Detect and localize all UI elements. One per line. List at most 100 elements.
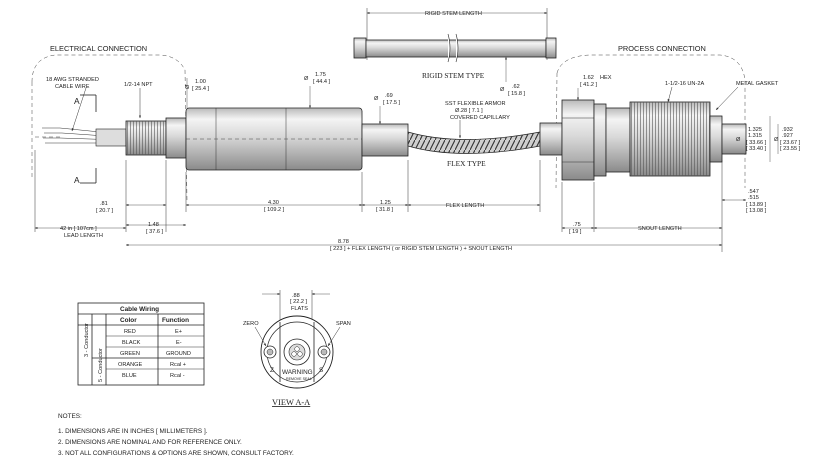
notes: NOTES: 1. DIMENSIONS ARE IN INCHES [ MIL… <box>58 413 294 457</box>
dia-927-mm: [ 23.55 ] <box>780 146 801 152</box>
d-75: .75 <box>573 222 581 228</box>
rigid-stem-type-label: RIGID STEM TYPE <box>422 71 485 80</box>
armor-label-2: Ø.28 [ 7.1 ] <box>455 108 483 114</box>
table-row-color: RED <box>124 329 136 335</box>
dia-69-mm: [ 17.5 ] <box>383 100 401 106</box>
snout-length-label: SNOUT LENGTH <box>638 226 682 232</box>
span-label: SPAN <box>336 321 351 327</box>
warning-text: WARNING <box>282 369 313 376</box>
dia-1315-mm: [ 33.40 ] <box>746 146 767 152</box>
table-row-function: Rcal - <box>170 373 185 379</box>
d-75-mm: [ 19 ] <box>569 229 582 235</box>
table-row-color: GREEN <box>120 351 140 357</box>
npt-label: 1/2-14 NPT <box>124 82 153 88</box>
zero-label: ZERO <box>243 321 259 327</box>
d-547: .547 <box>748 189 759 195</box>
d-547-mm: [ 13.89 ] <box>746 202 767 208</box>
cable-wiring-table: Cable Wiring Color Function 3 - Conducto… <box>77 302 205 386</box>
table-row-function: E- <box>176 340 182 346</box>
table-row-color: BLUE <box>122 373 137 379</box>
d-515: .515 <box>748 195 759 201</box>
lead-wires <box>35 127 127 147</box>
dia-62-value: .62 <box>512 84 520 90</box>
npt-fitting <box>125 117 187 159</box>
d-148: 1.48 <box>148 222 159 228</box>
table-row-color: ORANGE <box>118 362 143 368</box>
table-group-5: 5 - Conductor <box>98 348 104 382</box>
armor-label-3: COVERED CAPILLARY <box>450 115 510 121</box>
flex-length-label: FLEX LENGTH <box>446 203 484 209</box>
table-row-function: Rcal + <box>170 362 186 368</box>
hex-value-1: 1.62 <box>583 75 594 81</box>
overall-1: 8.78 <box>338 239 349 245</box>
d-81-mm: [ 20.7 ] <box>96 208 114 214</box>
d-515-mm: [ 13.08 ] <box>746 208 767 214</box>
notes-title: NOTES: <box>58 413 82 420</box>
note-item: 3. NOT ALL CONFIGURATIONS & OPTIONS ARE … <box>58 450 294 457</box>
gasket-label: METAL GASKET <box>736 81 779 87</box>
dia-175-value: 1.75 <box>315 72 326 78</box>
svg-text:Ø: Ø <box>736 137 741 143</box>
dia-100-value: 1.00 <box>195 79 206 85</box>
svg-text:Ø: Ø <box>185 84 191 89</box>
process-connection-group: PROCESS CONNECTION 1.62 HEX [ 41.2 ] 1-1… <box>539 44 801 214</box>
s-letter: S <box>319 367 323 374</box>
section-a-bottom: A <box>74 175 80 185</box>
lead-length-1: 42 in [ 107cm ] <box>60 226 97 232</box>
d-148-mm: [ 37.6 ] <box>146 229 164 235</box>
dia-62-mm: [ 15.8 ] <box>508 91 526 97</box>
dia-1315: 1.315 <box>748 133 762 139</box>
rigid-stem-length-top: RIGID STEM LENGTH <box>425 11 482 17</box>
hex-word: HEX <box>600 75 612 81</box>
transducer-body <box>185 107 363 171</box>
d-430: 4.30 <box>268 200 279 206</box>
flats-value: .88 <box>292 293 300 299</box>
dia-932-mm: [ 23.67 ] <box>780 140 801 146</box>
table-group-3: 3 - Conductor <box>84 323 90 357</box>
view-aa-label: VIEW A-A <box>272 398 310 407</box>
flexible-armor <box>407 131 541 154</box>
svg-text:Ø: Ø <box>374 96 379 102</box>
dia-927: .927 <box>782 133 793 139</box>
thread-label: 1-1/2-16 UN-2A <box>665 81 704 87</box>
table-col-function: Function <box>162 317 189 324</box>
d-430-mm: [ 109.2 ] <box>264 207 285 213</box>
note-item: 1. DIMENSIONS ARE IN INCHES [ MILLIMETER… <box>58 428 208 435</box>
d-81: .81 <box>100 201 108 207</box>
dia-100-mm: [ 25.4 ] <box>192 86 210 92</box>
electrical-connection-label: ELECTRICAL CONNECTION <box>50 44 147 53</box>
svg-text:Ø: Ø <box>774 137 779 143</box>
armor-label-1: SST FLEXIBLE ARMOR <box>445 101 506 107</box>
flats-mm: [ 22.2 ] <box>290 299 308 305</box>
dia-69-value: .69 <box>385 93 393 99</box>
dia-175-mm: [ 44.4 ] <box>313 79 331 85</box>
process-connection-label: PROCESS CONNECTION <box>618 44 706 53</box>
svg-text:Ø: Ø <box>500 87 505 93</box>
electrical-connection-group: ELECTRICAL CONNECTION 18 AWG STRANDED CA… <box>31 44 210 201</box>
svg-text:Ø: Ø <box>304 76 309 82</box>
flats-label: FLATS <box>291 306 308 312</box>
dimension-chain: .81 [ 20.7 ] 1.48 [ 37.6 ] 4.30 [ 109.2 … <box>34 150 723 252</box>
table-col-color: Color <box>120 317 137 324</box>
dia-1325-mm: [ 33.66 ] <box>746 140 767 146</box>
awg-wire-label-2: CABLE WIRE <box>55 84 90 90</box>
dia-932: .932 <box>782 127 793 133</box>
neck-section <box>361 123 409 157</box>
d-125: 1.25 <box>380 200 391 206</box>
view-a-a: .88 [ 22.2 ] FLATS ZERO SPAN Z S WARNING… <box>243 290 351 407</box>
warning-small: REMOVE SEAL <box>286 377 312 381</box>
overall-2: [ 223 ] + FLEX LENGTH ( or RIGID STEM LE… <box>330 246 512 252</box>
z-letter: Z <box>270 367 274 374</box>
table-row-function: GROUND <box>166 351 191 357</box>
section-marks: A A <box>74 94 97 185</box>
dia-1325: 1.325 <box>748 127 762 133</box>
hex-value-2: [ 41.2 ] <box>580 82 598 88</box>
awg-wire-label-1: 18 AWG STRANDED <box>46 77 99 83</box>
section-a-top: A <box>74 96 80 106</box>
d-125-mm: [ 31.8 ] <box>376 207 394 213</box>
rigid-stem-inset: RIGID STEM LENGTH RIGID STEM TYPE .62 [ … <box>353 8 557 97</box>
note-item: 2. DIMENSIONS ARE NOMINAL AND FOR REFERE… <box>58 439 242 446</box>
table-title: Cable Wiring <box>120 306 159 313</box>
table-row-function: E+ <box>175 329 182 335</box>
